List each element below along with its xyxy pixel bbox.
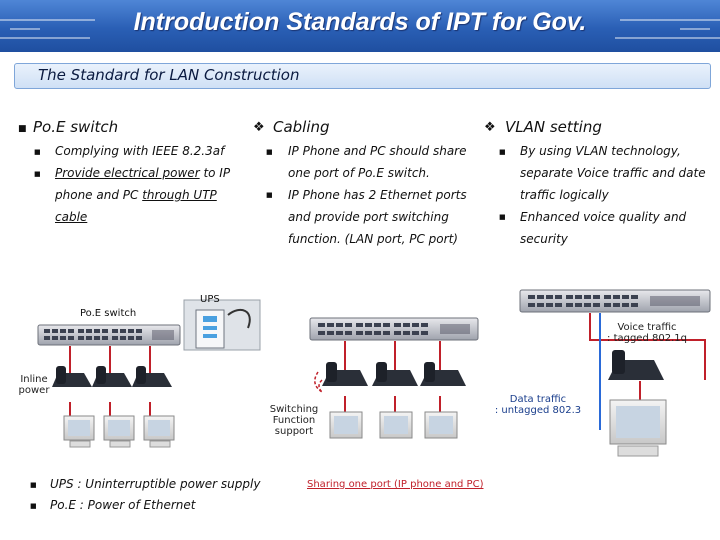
cabling-heading: Cabling	[273, 118, 330, 136]
section-title: The Standard for LAN Construction	[38, 66, 300, 84]
square-bullet-icon: ■	[18, 124, 27, 134]
poe-item-2-line3: cable	[55, 210, 88, 224]
pc-icon	[329, 411, 363, 439]
poe-item-2-line1: Provide electrical power to IP	[55, 166, 230, 180]
voice-vlan-cable	[589, 313, 706, 380]
pc-icon	[103, 415, 135, 448]
poe-switch-icon	[37, 324, 181, 346]
page-title: Introduction Standards of IPT for Gov.	[133, 8, 587, 36]
diamond-bullet-icon: ❖	[253, 120, 265, 135]
vlan-heading: VLAN setting	[505, 118, 602, 136]
switch-arrows-icon	[314, 371, 323, 393]
square-bullet-icon: ■	[34, 148, 41, 156]
switching-line: support	[274, 426, 314, 437]
poe-heading: Po.E switch	[33, 118, 119, 136]
vlan-item-1-line2: separate Voice traffic and date	[520, 166, 706, 180]
voice-traffic-line: Voice traffic	[617, 322, 677, 333]
pc-icon	[609, 399, 667, 457]
square-bullet-icon: ■	[34, 170, 41, 178]
ip-phone-icon	[92, 366, 132, 387]
pc-icon	[424, 411, 458, 439]
poe-item-2-text: phone and PC	[55, 188, 143, 202]
switching-label: Switching Function support	[264, 404, 324, 437]
poe-item-2-text: to IP	[199, 166, 231, 180]
square-bullet-icon: ■	[266, 148, 273, 156]
cabling-item-2-line1: IP Phone has 2 Ethernet ports	[288, 188, 467, 202]
network-diagram	[37, 289, 711, 457]
square-bullet-icon: ■	[266, 191, 273, 199]
pc-icon	[63, 415, 95, 448]
switching-line: Function	[272, 415, 316, 426]
ups-icon	[183, 299, 261, 351]
sharing-label: Sharing one port (IP phone and PC)	[307, 479, 484, 490]
poe-item-1: Complying with IEEE 8.2.3af	[55, 144, 225, 158]
diamond-bullet-icon: ❖	[484, 120, 496, 135]
square-bullet-icon: ■	[30, 481, 37, 489]
inline-power-label: Inline power	[14, 374, 54, 396]
poe-switch-label: Po.E switch	[80, 308, 137, 319]
square-bullet-icon: ■	[30, 502, 37, 510]
inline-power-line: Inline	[20, 374, 48, 385]
data-traffic-label: Data traffic : untagged 802.3	[494, 394, 582, 416]
switching-line: Switching	[269, 404, 319, 415]
poe-item-2-link: Provide electrical power	[55, 166, 200, 180]
cabling-item-2-line2: and provide port switching	[288, 210, 449, 224]
lan-switch-icon	[309, 317, 479, 341]
voice-traffic-label: Voice traffic : tagged 802.1q	[602, 322, 692, 344]
pc-icon	[379, 411, 413, 439]
inline-power-line: power	[18, 385, 50, 396]
banner-stripes	[0, 19, 720, 39]
square-bullet-icon: ■	[499, 148, 506, 156]
section-bar	[14, 63, 711, 89]
data-traffic-line: Data traffic	[509, 394, 567, 405]
vlan-switch-icon	[519, 289, 711, 313]
vlan-item-1-line3: traffic logically	[520, 188, 609, 202]
footnote-ups: UPS : Uninterruptible power supply	[50, 477, 261, 491]
poe-item-2-link: through UTP	[142, 188, 217, 202]
cabling-item-1-line1: IP Phone and PC should share	[288, 144, 467, 158]
ip-phone-icon	[420, 362, 466, 386]
ip-phone-icon	[608, 350, 664, 380]
vlan-item-2-line2: security	[520, 232, 568, 246]
ip-phone-icon	[322, 362, 368, 386]
poe-item-2-line2: phone and PC through UTP	[55, 188, 217, 202]
voice-traffic-line: : tagged 802.1q	[607, 333, 687, 344]
data-traffic-line: : untagged 802.3	[494, 405, 582, 416]
ip-phone-icon	[132, 366, 172, 387]
title-banner	[0, 0, 720, 52]
pc-icon	[143, 415, 175, 448]
cabling-item-1-line2: one port of Po.E switch.	[288, 166, 430, 180]
ip-phone-icon	[372, 362, 418, 386]
square-bullet-icon: ■	[499, 213, 506, 221]
vlan-item-2-line1: Enhanced voice quality and	[520, 210, 687, 224]
ip-phone-icon	[52, 366, 92, 387]
footnote-poe: Po.E : Power of Ethernet	[50, 498, 196, 512]
cabling-item-2-line3: function. (LAN port, PC port)	[288, 232, 458, 246]
ups-label: UPS	[200, 294, 220, 305]
vlan-item-1-line1: By using VLAN technology,	[520, 144, 681, 158]
